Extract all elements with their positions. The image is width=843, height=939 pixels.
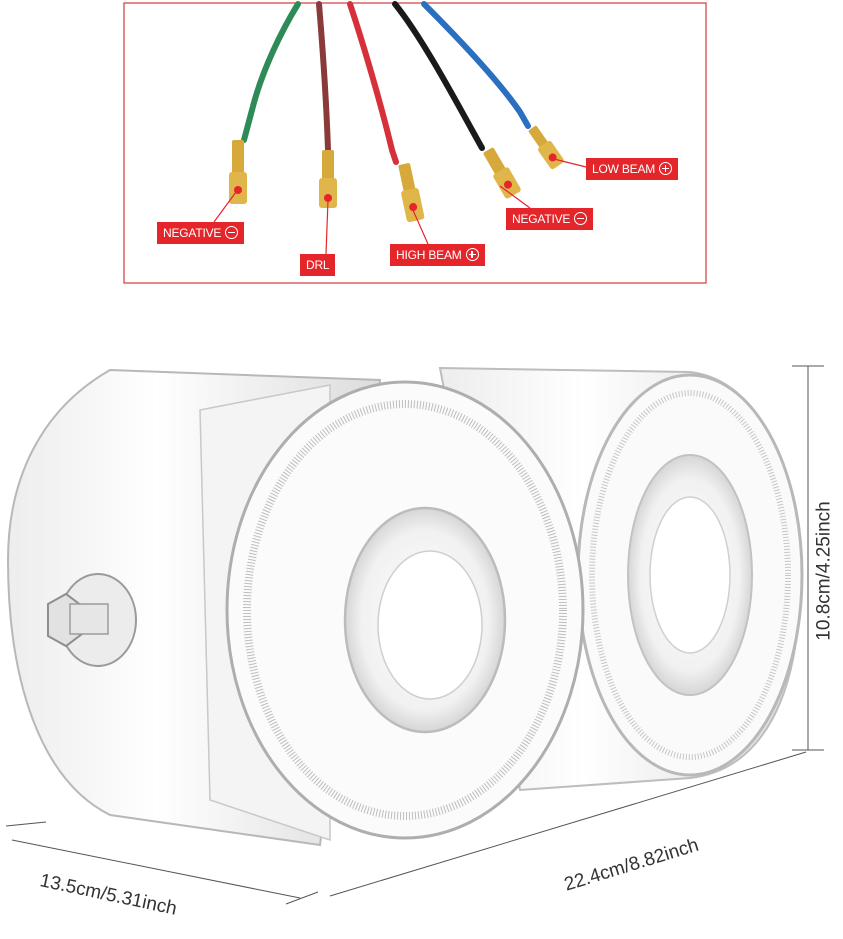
plus-icon [659, 162, 673, 175]
terminals [229, 125, 564, 223]
wire-green [241, 1, 301, 143]
label-negative-1: NEGATIVE [157, 222, 245, 244]
minus-icon [574, 212, 588, 225]
minus-icon [225, 226, 239, 239]
wire-blue [421, 1, 531, 129]
label-low-beam: LOW BEAM [586, 158, 679, 180]
dimension-height: 10.8cm/4.25inch [813, 501, 835, 641]
leader-lines [213, 157, 591, 255]
wire-brown [316, 1, 331, 153]
wire-red [347, 1, 399, 165]
plus-icon [465, 248, 479, 261]
dimension-lines [5, 365, 824, 905]
label-high-beam: HIGH BEAM [390, 244, 485, 266]
front-headlight [6, 368, 585, 847]
wires [241, 1, 531, 165]
wire-black [392, 1, 485, 151]
label-negative-2: NEGATIVE [506, 208, 594, 230]
label-drl: DRL [300, 254, 336, 276]
